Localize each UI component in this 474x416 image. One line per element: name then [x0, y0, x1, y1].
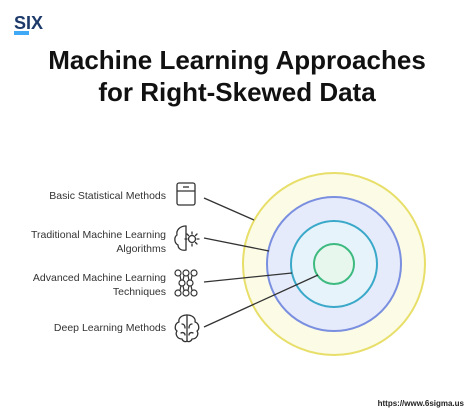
- brain-gear-icon: [174, 225, 200, 251]
- logo-text: SIX: [14, 13, 43, 33]
- page-title: Machine Learning Approaches for Right-Sk…: [0, 44, 474, 108]
- database-icon: [176, 182, 196, 206]
- label-advanced-machine-learning: Advanced Machine Learning Techniques: [33, 271, 166, 299]
- label-traditional-line-1: Traditional Machine Learning: [30, 229, 166, 241]
- network-icon: [174, 269, 198, 297]
- connector-traditional-ml: [203, 237, 270, 252]
- connector-advanced-ml: [203, 272, 293, 283]
- connector-basic-statistical: [203, 197, 255, 221]
- label-basic-statistical-methods: Basic Statistical Methods: [49, 190, 166, 202]
- source-url[interactable]: https://www.6sigma.us: [377, 399, 464, 408]
- logo-underline: [14, 31, 29, 35]
- ring-deep-learning: [313, 243, 355, 285]
- title-line-2: for Right-Skewed Data: [98, 77, 376, 107]
- six-sigma-logo: SIX: [14, 13, 43, 35]
- label-traditional-line-2: Algorithms: [116, 243, 166, 255]
- brain-icon: [174, 314, 200, 343]
- connector-deep-learning: [203, 274, 319, 328]
- label-advanced-line-1: Advanced Machine Learning: [32, 272, 166, 284]
- label-deep-learning-methods: Deep Learning Methods: [53, 322, 166, 334]
- label-advanced-line-2: Techniques: [112, 286, 166, 298]
- label-traditional-machine-learning: Traditional Machine Learning Algorithms: [31, 228, 166, 256]
- title-line-1: Machine Learning Approaches: [48, 45, 426, 75]
